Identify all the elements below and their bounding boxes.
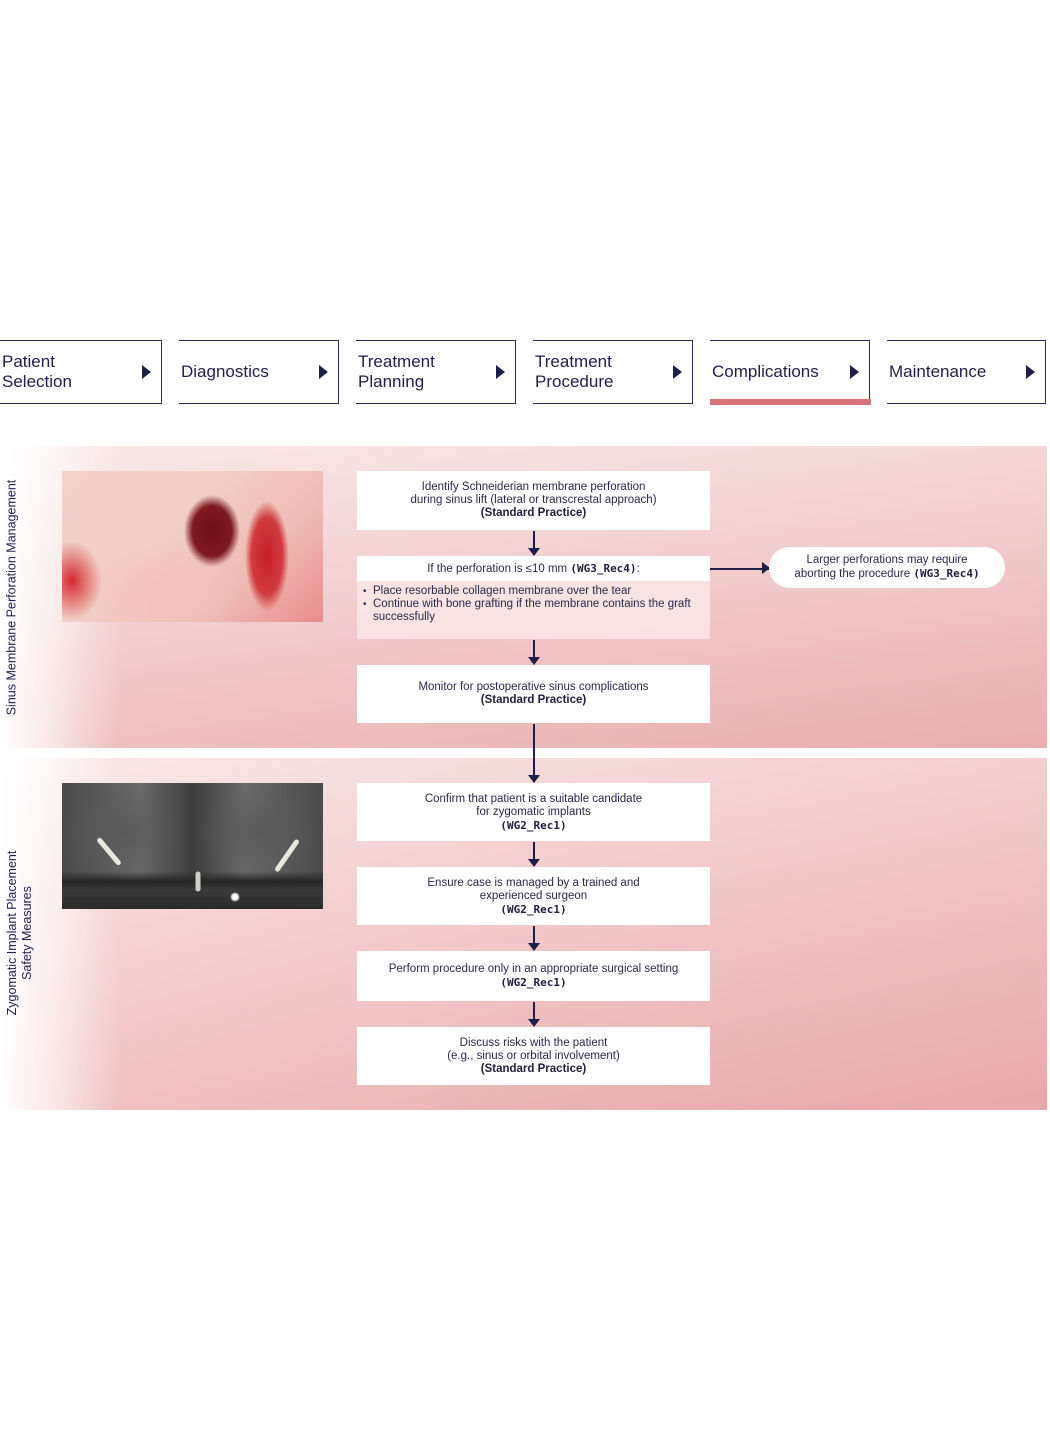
step-label: Diagnostics (181, 362, 269, 381)
flow-box-confirm-candidate: Confirm that patient is a suitable candi… (357, 783, 710, 841)
condition-header: If the perforation is ≤10 mm (WG3_Rec4): (357, 556, 710, 581)
section-title-zygomatic: Zygomatic Implant Placement Safety Measu… (5, 850, 34, 1016)
play-arrow-icon (850, 365, 859, 379)
step-navigation: Patient Selection Diagnostics Treatment … (0, 340, 1050, 405)
reference-tag: (Standard Practice) (480, 1062, 587, 1075)
action-list: Place resorbable collagen membrane over … (363, 585, 704, 624)
play-arrow-icon (496, 365, 505, 379)
step-treatment-procedure[interactable]: Treatment Procedure (533, 340, 693, 404)
step-treatment-planning[interactable]: Treatment Planning (356, 340, 516, 404)
section-title-sinus: Sinus Membrane Perforation Management (4, 479, 19, 716)
sinus-perforation-photo (62, 471, 323, 622)
flow-box-surgical-setting: Perform procedure only in an appropriate… (357, 951, 710, 1001)
arrow-right-icon (710, 563, 770, 573)
arrow-down-icon (529, 531, 539, 556)
arrow-down-icon (529, 842, 539, 867)
flow-box-trained-surgeon: Ensure case is managed by a trained and … (357, 867, 710, 925)
reference-tag: (Standard Practice) (480, 507, 587, 519)
step-maintenance[interactable]: Maintenance (887, 340, 1046, 404)
flow-box-identify-perforation: Identify Schneiderian membrane perforati… (357, 471, 710, 530)
panoramic-radiograph (62, 783, 323, 909)
list-item: Continue with bone grafting if the membr… (363, 598, 704, 624)
step-label: Maintenance (889, 362, 987, 381)
reference-tag: (WG2_Rec1) (500, 818, 567, 832)
side-note-larger-perforations: Larger perforations may require aborting… (769, 547, 1005, 588)
play-arrow-icon (319, 365, 328, 379)
reference-tag: (WG2_Rec1) (500, 902, 567, 916)
play-arrow-icon (1026, 365, 1035, 379)
arrow-down-icon (529, 640, 539, 665)
arrow-down-icon (529, 724, 539, 783)
list-item: Place resorbable collagen membrane over … (363, 585, 704, 598)
step-label: Complications (712, 362, 819, 381)
reference-tag: (WG2_Rec1) (500, 976, 567, 989)
arrow-down-icon (529, 926, 539, 951)
flow-box-small-perforation: If the perforation is ≤10 mm (WG3_Rec4):… (357, 556, 710, 639)
flow-box-discuss-risks: Discuss risks with the patient (e.g., si… (357, 1027, 710, 1085)
step-patient-selection[interactable]: Patient Selection (0, 340, 162, 404)
reference-tag: (Standard Practice) (480, 694, 587, 706)
step-diagnostics[interactable]: Diagnostics (179, 340, 339, 404)
step-complications[interactable]: Complications (710, 340, 871, 405)
flow-box-monitor: Monitor for postoperative sinus complica… (357, 665, 710, 723)
step-label: Treatment Procedure (535, 352, 614, 391)
play-arrow-icon (673, 365, 682, 379)
step-label: Treatment Planning (358, 352, 435, 391)
reference-tag: (WG3_Rec4) (913, 567, 980, 580)
step-label: Patient Selection (2, 352, 72, 391)
play-arrow-icon (142, 365, 151, 379)
reference-tag: (WG3_Rec4) (570, 562, 637, 575)
arrow-down-icon (529, 1002, 539, 1027)
